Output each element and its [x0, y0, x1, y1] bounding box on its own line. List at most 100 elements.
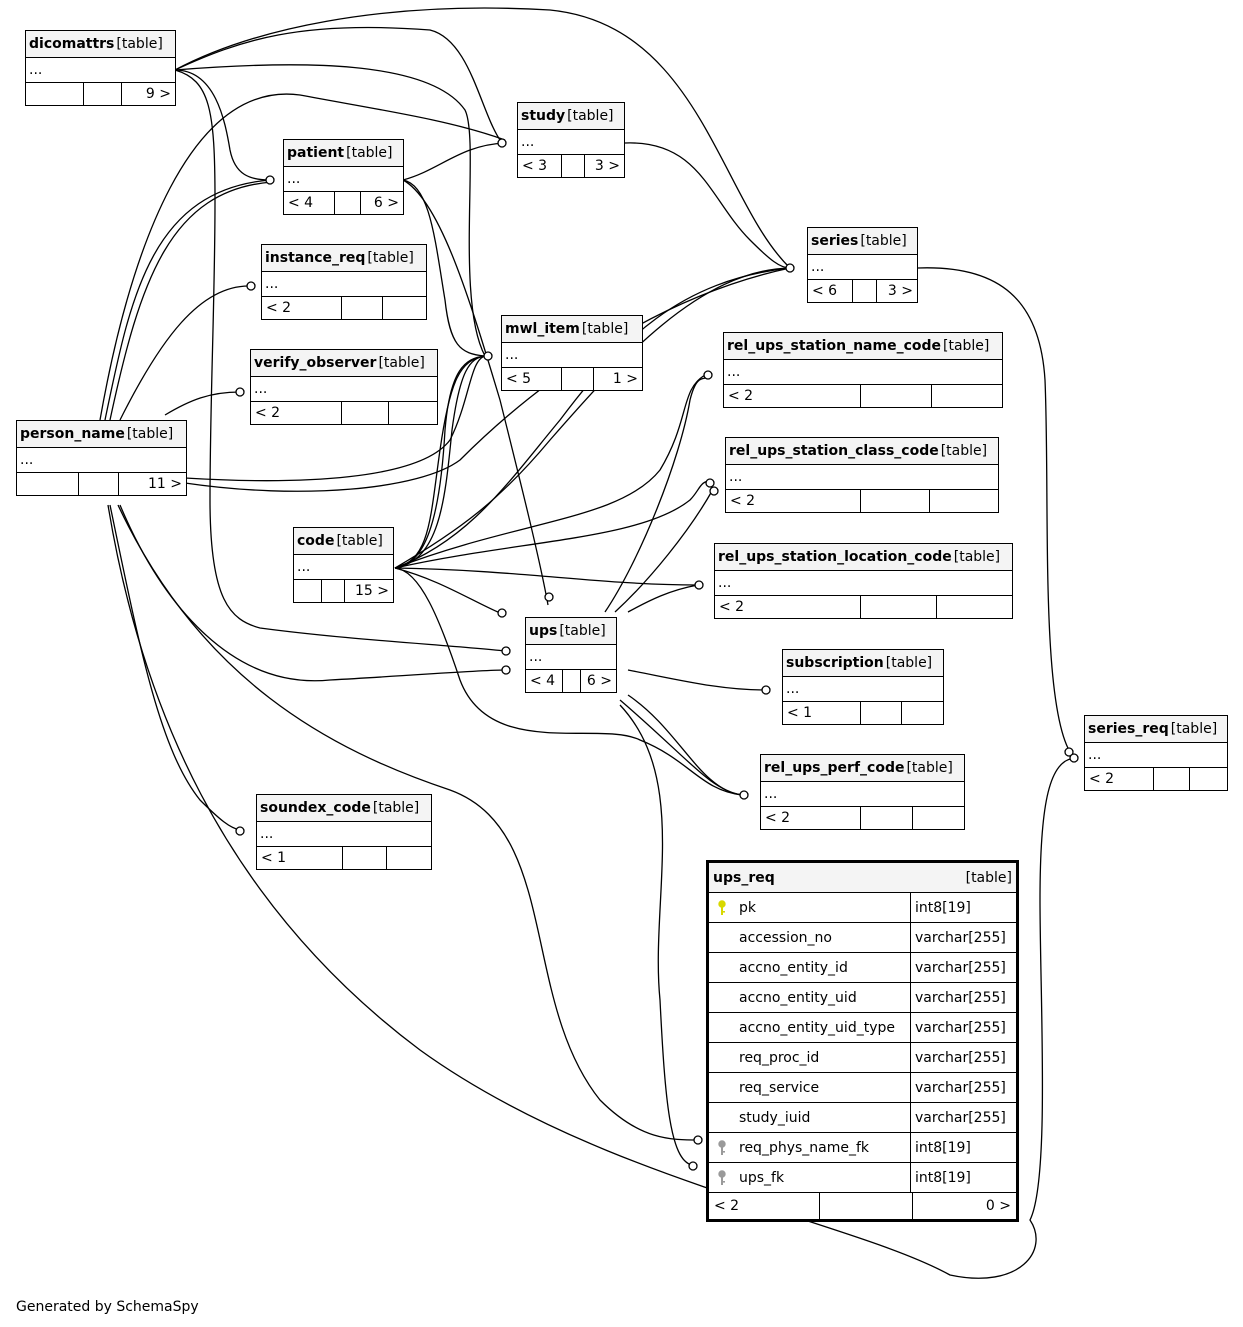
table-instance-req[interactable]: instance_req[table] ... < 2: [261, 244, 427, 320]
table-tag: [table]: [906, 760, 953, 776]
edge-patient-mwl: [402, 179, 486, 357]
parents-count: < 2: [715, 596, 861, 618]
table-header: series_req[table]: [1085, 716, 1227, 743]
column-type: varchar[255]: [915, 1019, 1006, 1036]
table-rel-ups-station-location-code[interactable]: rel_ups_station_location_code[table] ...…: [714, 543, 1013, 619]
table-person-name[interactable]: person_name[table] ... 11 >: [16, 420, 187, 496]
children-count: 6 >: [373, 195, 399, 211]
parents-count: < 1: [257, 847, 343, 869]
column-name: req_proc_id: [739, 1049, 820, 1066]
table-soundex-code[interactable]: soundex_code[table] ... < 1: [256, 794, 432, 870]
footer-spacer: [342, 297, 383, 319]
column-name-cell: pk: [709, 893, 911, 922]
table-header: ups[table]: [526, 618, 616, 645]
table-verify-observer[interactable]: verify_observer[table] ... < 2: [250, 349, 438, 425]
table-columns: ...: [724, 360, 1002, 385]
footer-spacer: [563, 670, 581, 692]
table-name: rel_ups_station_class_code: [729, 443, 939, 459]
edge-ups-class-code: [614, 490, 713, 613]
column-name: accno_entity_uid: [739, 989, 857, 1006]
children-count: [932, 385, 1002, 407]
table-header: instance_req[table]: [262, 245, 426, 272]
edge-end-marker: [761, 685, 771, 695]
table-columns: ...: [17, 448, 186, 473]
edge-person-patient-2: [109, 181, 273, 421]
table-tag: [table]: [126, 426, 174, 442]
column-name-cell: ups_fk: [709, 1163, 911, 1192]
footer-spacer: [79, 473, 119, 495]
table-header: patient[table]: [284, 140, 403, 167]
table-series-req[interactable]: series_req[table] ... < 2: [1084, 715, 1228, 791]
table-tag: [table]: [953, 549, 1001, 565]
table-rel-ups-perf-code[interactable]: rel_ups_perf_code[table] ... < 2: [760, 754, 965, 830]
table-tag: [table]: [885, 655, 933, 671]
table-name: person_name: [20, 426, 125, 442]
children-count: [387, 847, 431, 869]
table-name: patient: [287, 145, 345, 161]
parents-count: < 2: [709, 1193, 820, 1219]
edge-code-location-code: [394, 567, 699, 586]
table-header: rel_ups_station_name_code[table]: [724, 333, 1002, 360]
parents-count: < 6: [808, 280, 853, 302]
column-name: study_iuid: [739, 1109, 811, 1126]
table-columns: ...: [262, 272, 426, 297]
edge-study-series: [624, 142, 791, 269]
column-type: varchar[255]: [915, 959, 1006, 976]
table-columns: ...: [518, 130, 624, 155]
table-columns: ...: [284, 167, 403, 192]
table-name: verify_observer: [254, 355, 377, 371]
footer-spacer: [342, 402, 389, 424]
table-columns: ...: [251, 377, 437, 402]
edge-code-series-1: [394, 267, 791, 569]
column-name: accno_entity_id: [739, 959, 848, 976]
table-tag: [table]: [559, 623, 606, 639]
table-tag: [table]: [965, 869, 1012, 886]
edge-person-study: [99, 93, 506, 421]
table-name: study: [521, 108, 566, 124]
edge-end-marker: [501, 665, 511, 675]
table-header: verify_observer[table]: [251, 350, 437, 377]
table-rel-ups-station-class-code[interactable]: rel_ups_station_class_code[table] ... < …: [725, 437, 999, 513]
table-name: series: [811, 233, 859, 249]
children-count: 0 >: [985, 1198, 1011, 1214]
edge-dicomattrs-series: [174, 7, 791, 269]
parents-count: [294, 580, 322, 602]
table-rel-ups-station-name-code[interactable]: rel_ups_station_name_code[table] ... < 2: [723, 332, 1003, 408]
parents-count: [26, 83, 84, 105]
children-count: 11 >: [148, 476, 182, 492]
table-dicomattrs[interactable]: dicomattrs[table] ... 9 >: [25, 30, 176, 106]
table-columns: ...: [294, 555, 393, 580]
table-subscription[interactable]: subscription[table] ... < 1: [782, 649, 944, 725]
table-tag: [table]: [567, 108, 614, 124]
children-count: [937, 596, 1012, 618]
children-count: [383, 297, 426, 319]
table-name: soundex_code: [260, 800, 371, 816]
table-header: person_name[table]: [17, 421, 186, 448]
table-columns: ...: [502, 343, 642, 368]
edge-end-marker: [739, 790, 749, 800]
table-name: dicomattrs: [29, 36, 115, 52]
table-code[interactable]: code[table] ... 15 >: [293, 527, 394, 603]
table-columns: ...: [783, 677, 943, 702]
edge-ups-subscription: [627, 669, 766, 691]
table-tag: [table]: [860, 233, 907, 249]
table-tag: [table]: [116, 36, 163, 52]
footer-spacer: [861, 385, 932, 407]
footer-spacer: [861, 490, 930, 512]
edge-end-marker: [235, 387, 245, 397]
footer-spacer: [562, 368, 594, 390]
edge-end-marker: [693, 1135, 703, 1145]
table-footer: < 1: [257, 847, 431, 869]
